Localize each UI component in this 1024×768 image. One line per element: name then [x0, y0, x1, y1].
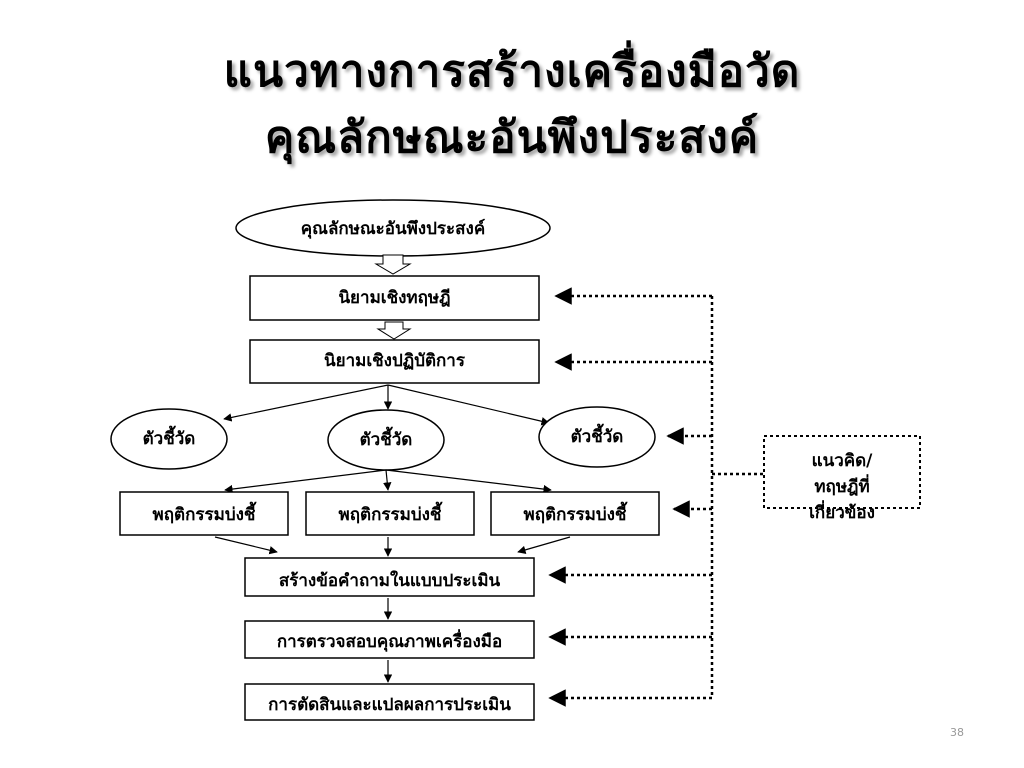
create-items-label: สร้างข้อคำถามในแบบประเมิน — [278, 571, 501, 591]
operational-definition-label: นิยามเชิงปฏิบัติการ — [324, 351, 465, 371]
behavior-box-3 — [490, 491, 660, 536]
theory-definition-label: นิยามเชิงทฤษฎี — [338, 288, 451, 308]
operational-definition-box — [249, 339, 540, 384]
arrow-to-create-1 — [214, 536, 278, 555]
arrow-to-create-3 — [517, 536, 571, 554]
theory-definition-box — [249, 275, 540, 321]
attribute-label: คุณลักษณะอันพึงประสงค์ — [300, 219, 486, 239]
indicator-ellipse-3 — [538, 406, 656, 468]
behavior-box-2 — [305, 491, 475, 536]
related-theory-label: แนวคิด/ทฤษฎีที่เกี่ยวข้อง — [809, 451, 875, 523]
indicator-label-3: ตัวชี้วัด — [570, 427, 624, 447]
behavior-label-1: พฤติกรรมบ่งชี้ — [152, 505, 256, 525]
create-items-box — [244, 557, 535, 597]
quality-check-label: การตรวจสอบคุณภาพเครื่องมือ — [276, 632, 503, 652]
arrow-to-indicator-1 — [223, 384, 389, 422]
quality-check-box — [244, 620, 535, 659]
block-arrow — [376, 321, 412, 340]
dotted-connectors — [548, 287, 764, 707]
related-theory-box — [763, 435, 921, 509]
behavior-label-3: พฤติกรรมบ่งชี้ — [523, 505, 627, 525]
indicator-label-2: ตัวชี้วัด — [359, 430, 413, 450]
judgement-label: การตัดสินและแปลผลการประเมิน — [268, 695, 511, 715]
block-arrow — [374, 254, 412, 275]
arrow-to-behavior-2 — [383, 469, 392, 491]
slide-title-line2: คุณลักษณะอันพึงประสงค์ — [264, 112, 760, 163]
indicator-label-1: ตัวชี้วัด — [142, 429, 196, 449]
page-number: 38 — [950, 726, 964, 739]
arrow-to-indicator-3 — [387, 384, 550, 426]
arrow-to-behavior-3 — [385, 469, 552, 494]
behavior-box-1 — [119, 491, 289, 536]
behavior-label-2: พฤติกรรมบ่งชี้ — [338, 505, 442, 525]
judgement-box — [244, 683, 535, 721]
arrow-to-behavior-1 — [224, 469, 387, 494]
indicator-ellipse-1 — [110, 408, 228, 470]
slide-title-line1: แนวทางการสร้างเครื่องมือวัด — [223, 46, 801, 97]
